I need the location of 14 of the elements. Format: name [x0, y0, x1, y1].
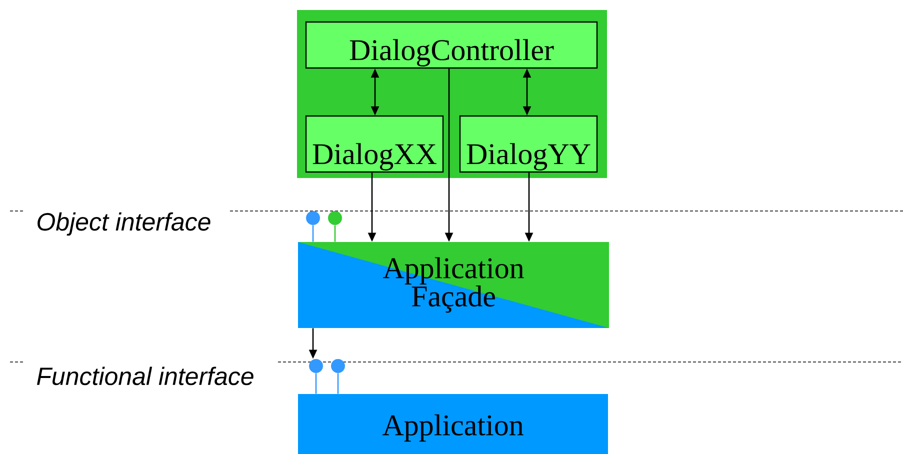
connector-line	[337, 373, 339, 394]
connector-line	[312, 225, 314, 242]
interface-circle	[331, 359, 345, 373]
class-box: DialogYY	[459, 115, 598, 173]
layer-box: Application	[298, 394, 608, 454]
interface-circle	[306, 211, 320, 225]
connector-line	[315, 373, 317, 394]
class-box: DialogController	[305, 21, 598, 69]
layer-label: Functional interface	[36, 366, 254, 386]
layer-label: Object interface	[38, 212, 210, 236]
interface-circle	[328, 211, 342, 225]
connector-line	[334, 225, 336, 242]
class-box: DialogXX	[305, 115, 444, 173]
interface-circle	[309, 359, 323, 373]
